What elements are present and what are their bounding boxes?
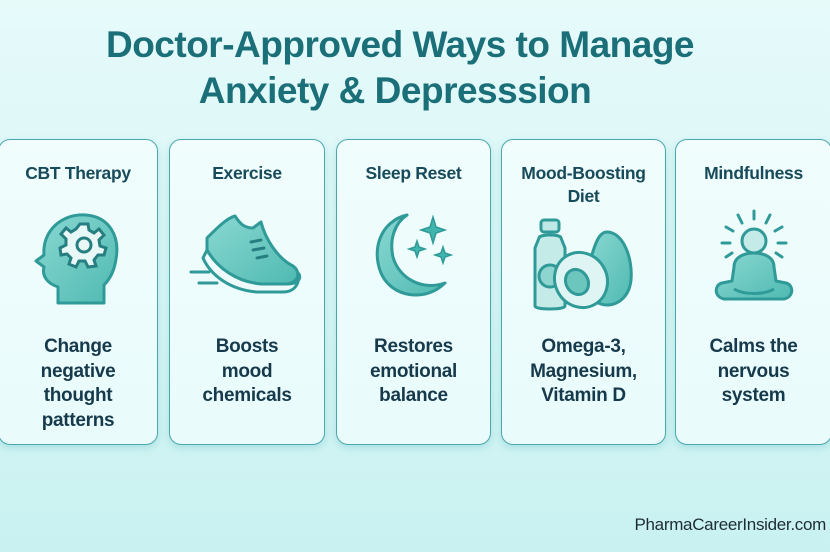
desc-line: Omega-3, (541, 336, 626, 357)
desc-line: Calms the (709, 336, 798, 357)
desc-line: Change (44, 336, 112, 357)
desc-line: nervous (717, 360, 790, 382)
card-title: Exercise (212, 163, 282, 183)
card-sleep-reset: Sleep Reset Restores emotional balance (336, 139, 491, 445)
page-title: Doctor-Approved Ways to Manage Anxiety &… (0, 22, 830, 114)
card-mood-boosting-diet: Mood-Boosting Diet Omega-3, Magnesium, V… (501, 139, 666, 445)
card-title-line: Diet (567, 186, 600, 206)
head-gear-icon (0, 198, 157, 318)
desc-line: Boosts (215, 336, 279, 357)
desc-line: thought (43, 385, 113, 406)
desc-line: system (721, 385, 786, 406)
desc-line: mood (221, 360, 273, 382)
card-exercise: Exercise Boosts mood chemicals (169, 139, 325, 445)
title-line-2: Anxiety & Depresssion (198, 70, 592, 111)
bottle-avocado-icon (502, 208, 665, 328)
card-description: Restores emotional balance (337, 335, 490, 409)
meditation-icon (676, 198, 830, 318)
desc-line: emotional (369, 360, 458, 382)
source-credit: PharmaCareerInsider.com (634, 515, 826, 534)
card-description: Calms the nervous system (676, 335, 830, 409)
card-title: CBT Therapy (25, 163, 131, 183)
running-shoe-icon (170, 198, 324, 318)
desc-line: Magnesium, (530, 360, 637, 382)
card-description: Change negative thought patterns (0, 335, 157, 433)
desc-line: chemicals (202, 385, 292, 406)
desc-line: Vitamin D (541, 385, 626, 406)
desc-line: Restores (374, 336, 453, 357)
card-title: Sleep Reset (365, 163, 462, 183)
desc-line: negative (40, 360, 116, 382)
card-description: Omega-3, Magnesium, Vitamin D (502, 335, 665, 409)
desc-line: balance (379, 385, 448, 406)
card-mindfulness: Mindfulness Calms the nervous system (675, 139, 830, 445)
card-cbt-therapy: CBT Therapy Change negative thought patt… (0, 139, 158, 445)
card-title: Mindfulness (704, 163, 803, 183)
moon-stars-icon (337, 198, 490, 318)
card-title-line: Mood-Boosting (521, 163, 646, 183)
card-title: Mood-Boosting Diet (502, 162, 665, 208)
desc-line: patterns (41, 409, 115, 431)
title-line-1: Doctor-Approved Ways to Manage (105, 24, 695, 65)
card-description: Boosts mood chemicals (170, 335, 324, 409)
